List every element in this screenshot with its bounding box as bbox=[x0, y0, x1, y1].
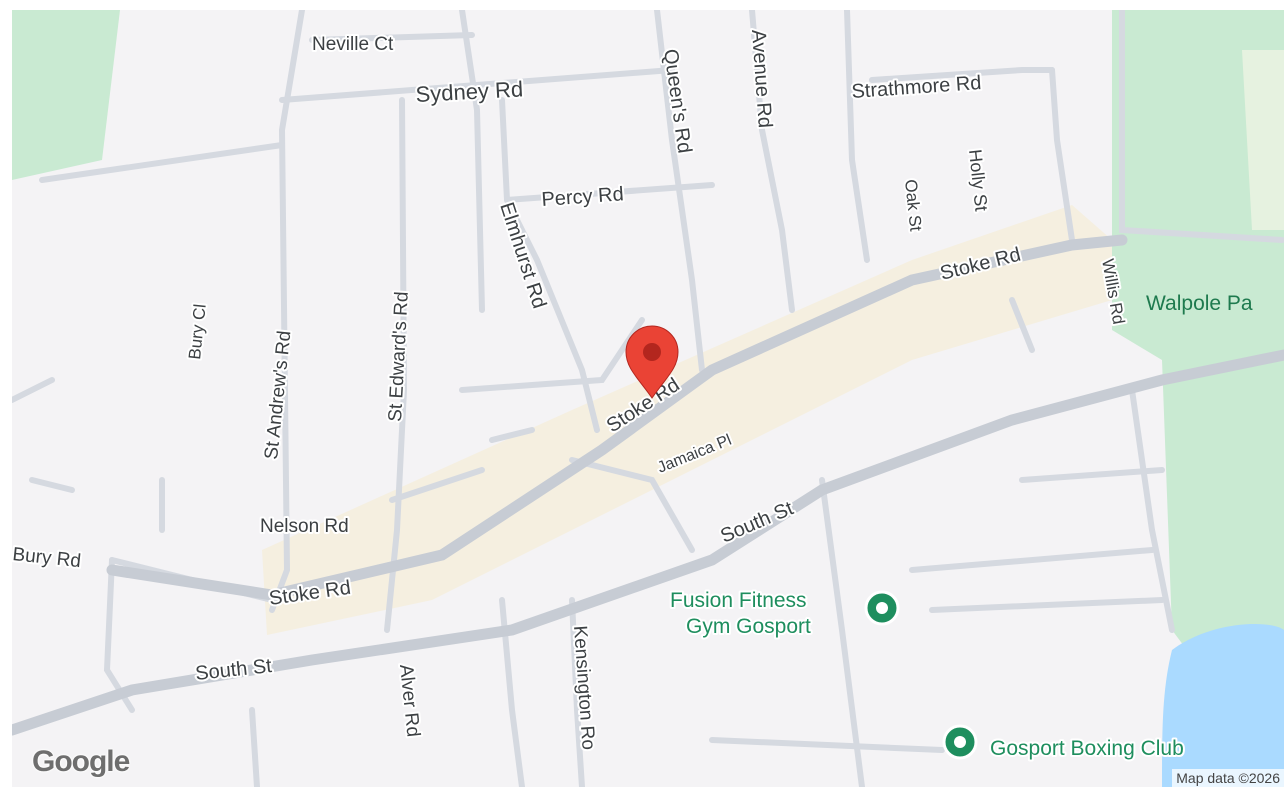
road-label-sydney-rd: Sydney Rd bbox=[415, 76, 524, 107]
park-label-walpole: Walpole Pa bbox=[1146, 292, 1253, 315]
road-label-percy-rd: Percy Rd bbox=[541, 183, 625, 211]
main-roads bbox=[12, 234, 1284, 736]
map-graphic: Neville Ct Sydney Rd Queen's Rd Avenue R… bbox=[12, 10, 1284, 787]
poi-fusion-fitness[interactable]: Fusion Fitness Gym Gosport bbox=[668, 587, 900, 640]
road-label-alver-rd: Alver Rd bbox=[395, 663, 424, 738]
water-area bbox=[1162, 624, 1284, 787]
poi-label-gosport-boxing: Gosport Boxing Club bbox=[990, 737, 1184, 760]
road-label-oak-st: Oak St bbox=[901, 178, 925, 232]
road-label-nelson-rd: Nelson Rd bbox=[260, 516, 349, 537]
road-label-strathmore-rd: Strathmore Rd bbox=[851, 72, 982, 103]
road-label-holly-st: Holly St bbox=[965, 148, 991, 212]
minor-roads bbox=[12, 10, 1284, 787]
road-label-bury-rd: Bury Rd bbox=[12, 544, 82, 572]
road-label-elmhurst-rd: Elmhurst Rd bbox=[495, 200, 550, 311]
road-label-bury-cl: Bury Cl bbox=[185, 303, 210, 360]
walpole-park-area bbox=[1112, 10, 1284, 780]
road-label-kensington-rd: Kensington Ro bbox=[569, 625, 599, 751]
map-canvas[interactable]: Neville Ct Sydney Rd Queen's Rd Avenue R… bbox=[12, 10, 1284, 787]
poi-label-fusion-fitness-line1: Fusion Fitness bbox=[670, 589, 807, 612]
road-label-avenue-rd: Avenue Rd bbox=[747, 29, 776, 129]
map-attribution[interactable]: Map data ©2026 bbox=[1172, 769, 1284, 787]
road-label-south-st-east: South St bbox=[717, 497, 797, 547]
poi-gosport-boxing[interactable]: Gosport Boxing Club bbox=[942, 724, 1186, 762]
road-label-st-andrews-rd: St Andrew's Rd bbox=[261, 330, 295, 461]
road-label-south-st-west: South St bbox=[194, 655, 273, 685]
google-logo: Google bbox=[32, 745, 130, 778]
road-label-neville-ct: Neville Ct bbox=[312, 34, 394, 55]
park-area-northwest bbox=[12, 10, 120, 180]
road-label-st-edwards-rd: St Edward's Rd bbox=[385, 291, 413, 422]
location-pin-icon[interactable] bbox=[625, 325, 679, 399]
poi-label-fusion-fitness-line2: Gym Gosport bbox=[686, 615, 811, 638]
park-sand-area bbox=[1242, 50, 1284, 230]
